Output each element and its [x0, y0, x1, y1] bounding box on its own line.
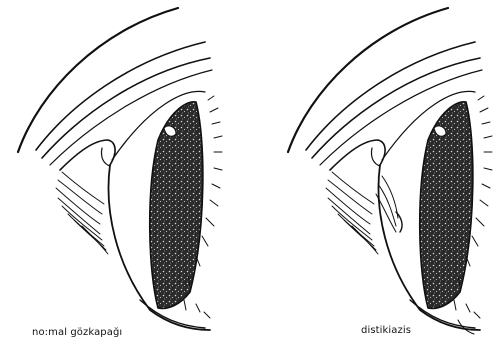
normal-eyelid-caption: no:mal gözkapağı [32, 327, 122, 338]
distichiasis-eyelid-illustration [288, 8, 492, 334]
normal-eyelid-illustration [18, 8, 222, 330]
distichiasis-caption: distikiazis [361, 325, 411, 336]
